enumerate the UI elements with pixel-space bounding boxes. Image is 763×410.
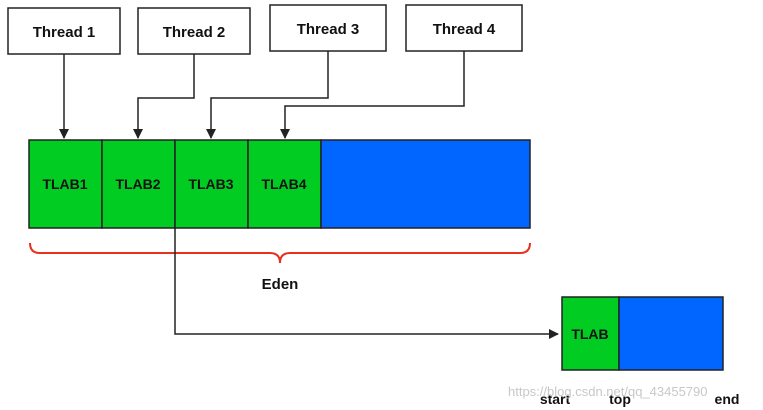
tlab-label-2: TLAB2 xyxy=(115,176,160,192)
tlab-label-4: TLAB4 xyxy=(261,176,306,192)
arrow-tlab-detail xyxy=(174,228,559,339)
top-label: top xyxy=(609,391,631,407)
tlab-detail-free xyxy=(618,296,724,371)
end-label: end xyxy=(715,391,740,407)
thread-box-3: Thread 3 xyxy=(269,4,387,52)
tlab-block-2 xyxy=(101,139,176,229)
watermark: https://blog.csdn.net/qq_43455790 xyxy=(508,384,708,399)
start-label: start xyxy=(540,391,571,407)
tlab-label-1: TLAB1 xyxy=(42,176,87,192)
arrow-thread2-tlab2 xyxy=(133,54,195,139)
eden-label: Eden xyxy=(262,276,299,293)
thread-box-1: Thread 1 xyxy=(7,7,121,55)
thread-label-2: Thread 2 xyxy=(163,24,226,41)
thread-label-4: Thread 4 xyxy=(433,21,496,38)
tlab-detail-label: TLAB xyxy=(571,326,608,342)
eden-free-space xyxy=(320,139,531,229)
thread-label-3: Thread 3 xyxy=(297,21,360,38)
arrow-thread4-tlab4 xyxy=(280,51,465,139)
thread-box-4: Thread 4 xyxy=(405,4,523,52)
tlab-detail: TLAB xyxy=(561,296,724,371)
eden-brace xyxy=(29,242,531,264)
tlab-detail-used xyxy=(561,296,620,371)
thread-label-1: Thread 1 xyxy=(33,24,96,41)
arrow-thread3-tlab3 xyxy=(206,51,329,139)
tlab-label-3: TLAB3 xyxy=(188,176,233,192)
thread-box-2: Thread 2 xyxy=(137,7,251,55)
eden-space: TLAB1 TLAB2 TLAB3 TLAB4 xyxy=(28,139,531,229)
